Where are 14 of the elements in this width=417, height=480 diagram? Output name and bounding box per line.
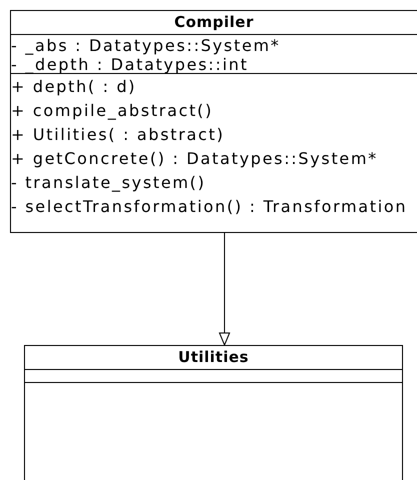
class-box bbox=[10, 10, 417, 233]
operation-text: + compile_abstract() bbox=[11, 101, 214, 120]
class-box bbox=[24, 345, 403, 480]
class-name: Utilities bbox=[177, 347, 250, 368]
operation-text: + getConcrete() : Datatypes::System* bbox=[11, 149, 378, 168]
class-compartment bbox=[10, 34, 417, 73]
inheritance-arrow bbox=[219, 232, 230, 346]
attribute-text: - _abs : Datatypes::System* bbox=[11, 36, 280, 55]
operation-text: - translate_system() bbox=[11, 173, 206, 192]
operation-text: + Utilities( : abstract) bbox=[11, 125, 225, 144]
attribute-text: - _depth : Datatypes::int bbox=[11, 55, 248, 74]
class-name: Compiler bbox=[173, 12, 255, 33]
operation-text: + depth( : d) bbox=[11, 77, 136, 96]
operation-text: - selectTransformation() : Transformation bbox=[11, 197, 408, 216]
